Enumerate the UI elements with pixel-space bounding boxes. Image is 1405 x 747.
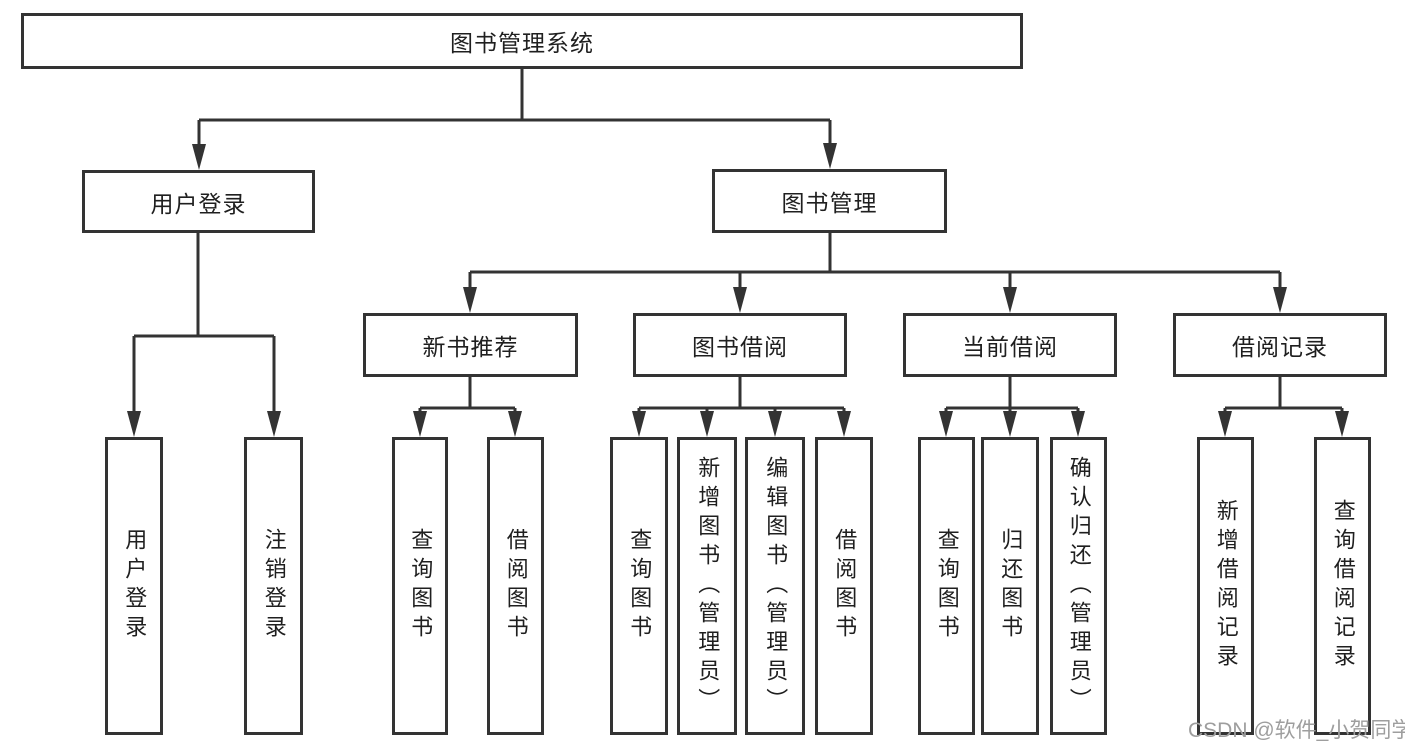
- node-label: 图书管理: [781, 190, 878, 216]
- leaf-return-books: 归还图书: [981, 437, 1039, 735]
- arrowheads: [127, 143, 1349, 437]
- leaf-recommend-search-books: 查询图书: [392, 437, 448, 735]
- node-label: 新书推荐: [422, 334, 519, 360]
- leaf-label: 查询图书: [934, 528, 960, 644]
- leaf-label: 编辑图书（管理员）: [763, 455, 789, 717]
- leaf-logout: 注销登录: [244, 437, 303, 735]
- node-label: 图书借阅: [692, 334, 788, 360]
- leaf-current-search-books: 查询图书: [918, 437, 975, 735]
- leaf-label: 注销登录: [261, 528, 287, 644]
- leaf-confirm-return-admin: 确认归还（管理员）: [1050, 437, 1107, 735]
- leaf-label: 查询借阅记录: [1330, 499, 1356, 673]
- leaf-borrowing-borrow-books: 借阅图书: [815, 437, 873, 735]
- node-label: 用户登录: [150, 190, 247, 217]
- leaf-label: 查询图书: [627, 528, 653, 644]
- node-new-book-recommendation: 新书推荐: [363, 313, 578, 377]
- leaf-label: 查询图书: [408, 528, 434, 644]
- leaf-label: 用户登录: [122, 528, 148, 644]
- node-label: 借阅记录: [1232, 334, 1328, 360]
- leaf-add-books-admin: 新增图书（管理员）: [677, 437, 737, 735]
- leaf-search-borrow-record: 查询借阅记录: [1314, 437, 1371, 735]
- leaf-edit-books-admin: 编辑图书（管理员）: [745, 437, 805, 735]
- leaf-label: 借阅图书: [503, 528, 529, 644]
- node-current-borrowing: 当前借阅: [903, 313, 1117, 377]
- leaf-user-login: 用户登录: [105, 437, 163, 735]
- leaf-borrowing-search-books: 查询图书: [610, 437, 668, 735]
- node-book-management: 图书管理: [712, 169, 947, 233]
- leaf-recommend-borrow-books: 借阅图书: [487, 437, 544, 735]
- leaf-label: 确认归还（管理员）: [1066, 455, 1092, 717]
- csdn-watermark: CSDN @软件_小贺同学: [1188, 719, 1405, 742]
- node-label: 当前借阅: [962, 334, 1058, 360]
- node-library-management-system: 图书管理系统: [21, 13, 1023, 69]
- node-label: 图书管理系统: [450, 30, 594, 56]
- node-borrowing-records: 借阅记录: [1173, 313, 1387, 377]
- leaf-add-borrow-record: 新增借阅记录: [1197, 437, 1254, 735]
- leaf-label: 新增借阅记录: [1213, 499, 1239, 673]
- node-user-login: 用户登录: [82, 170, 315, 233]
- leaf-label: 新增图书（管理员）: [695, 455, 721, 717]
- leaf-label: 借阅图书: [832, 528, 858, 644]
- leaf-label: 归还图书: [998, 528, 1024, 644]
- node-book-borrowing: 图书借阅: [633, 313, 847, 377]
